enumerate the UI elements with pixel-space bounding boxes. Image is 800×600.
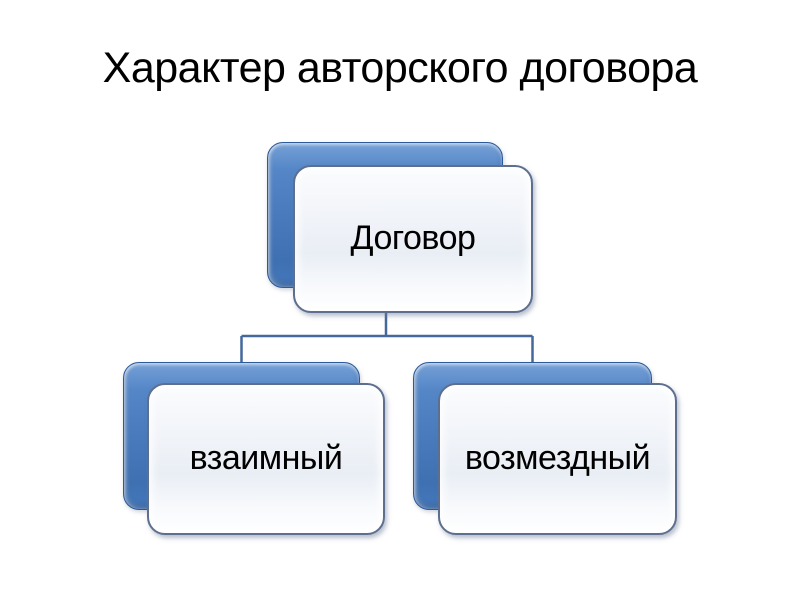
left-node-card: взаимный: [147, 383, 385, 535]
right-node-card: возмездный: [438, 383, 677, 535]
right-node-label: возмездный: [464, 439, 651, 478]
left-node-label: взаимный: [189, 439, 343, 478]
root-node-card: Договор: [293, 165, 533, 313]
page-title: Характер авторского договора: [102, 44, 698, 92]
connector-path: [240, 296, 534, 366]
root-node-label: Договор: [350, 219, 476, 258]
